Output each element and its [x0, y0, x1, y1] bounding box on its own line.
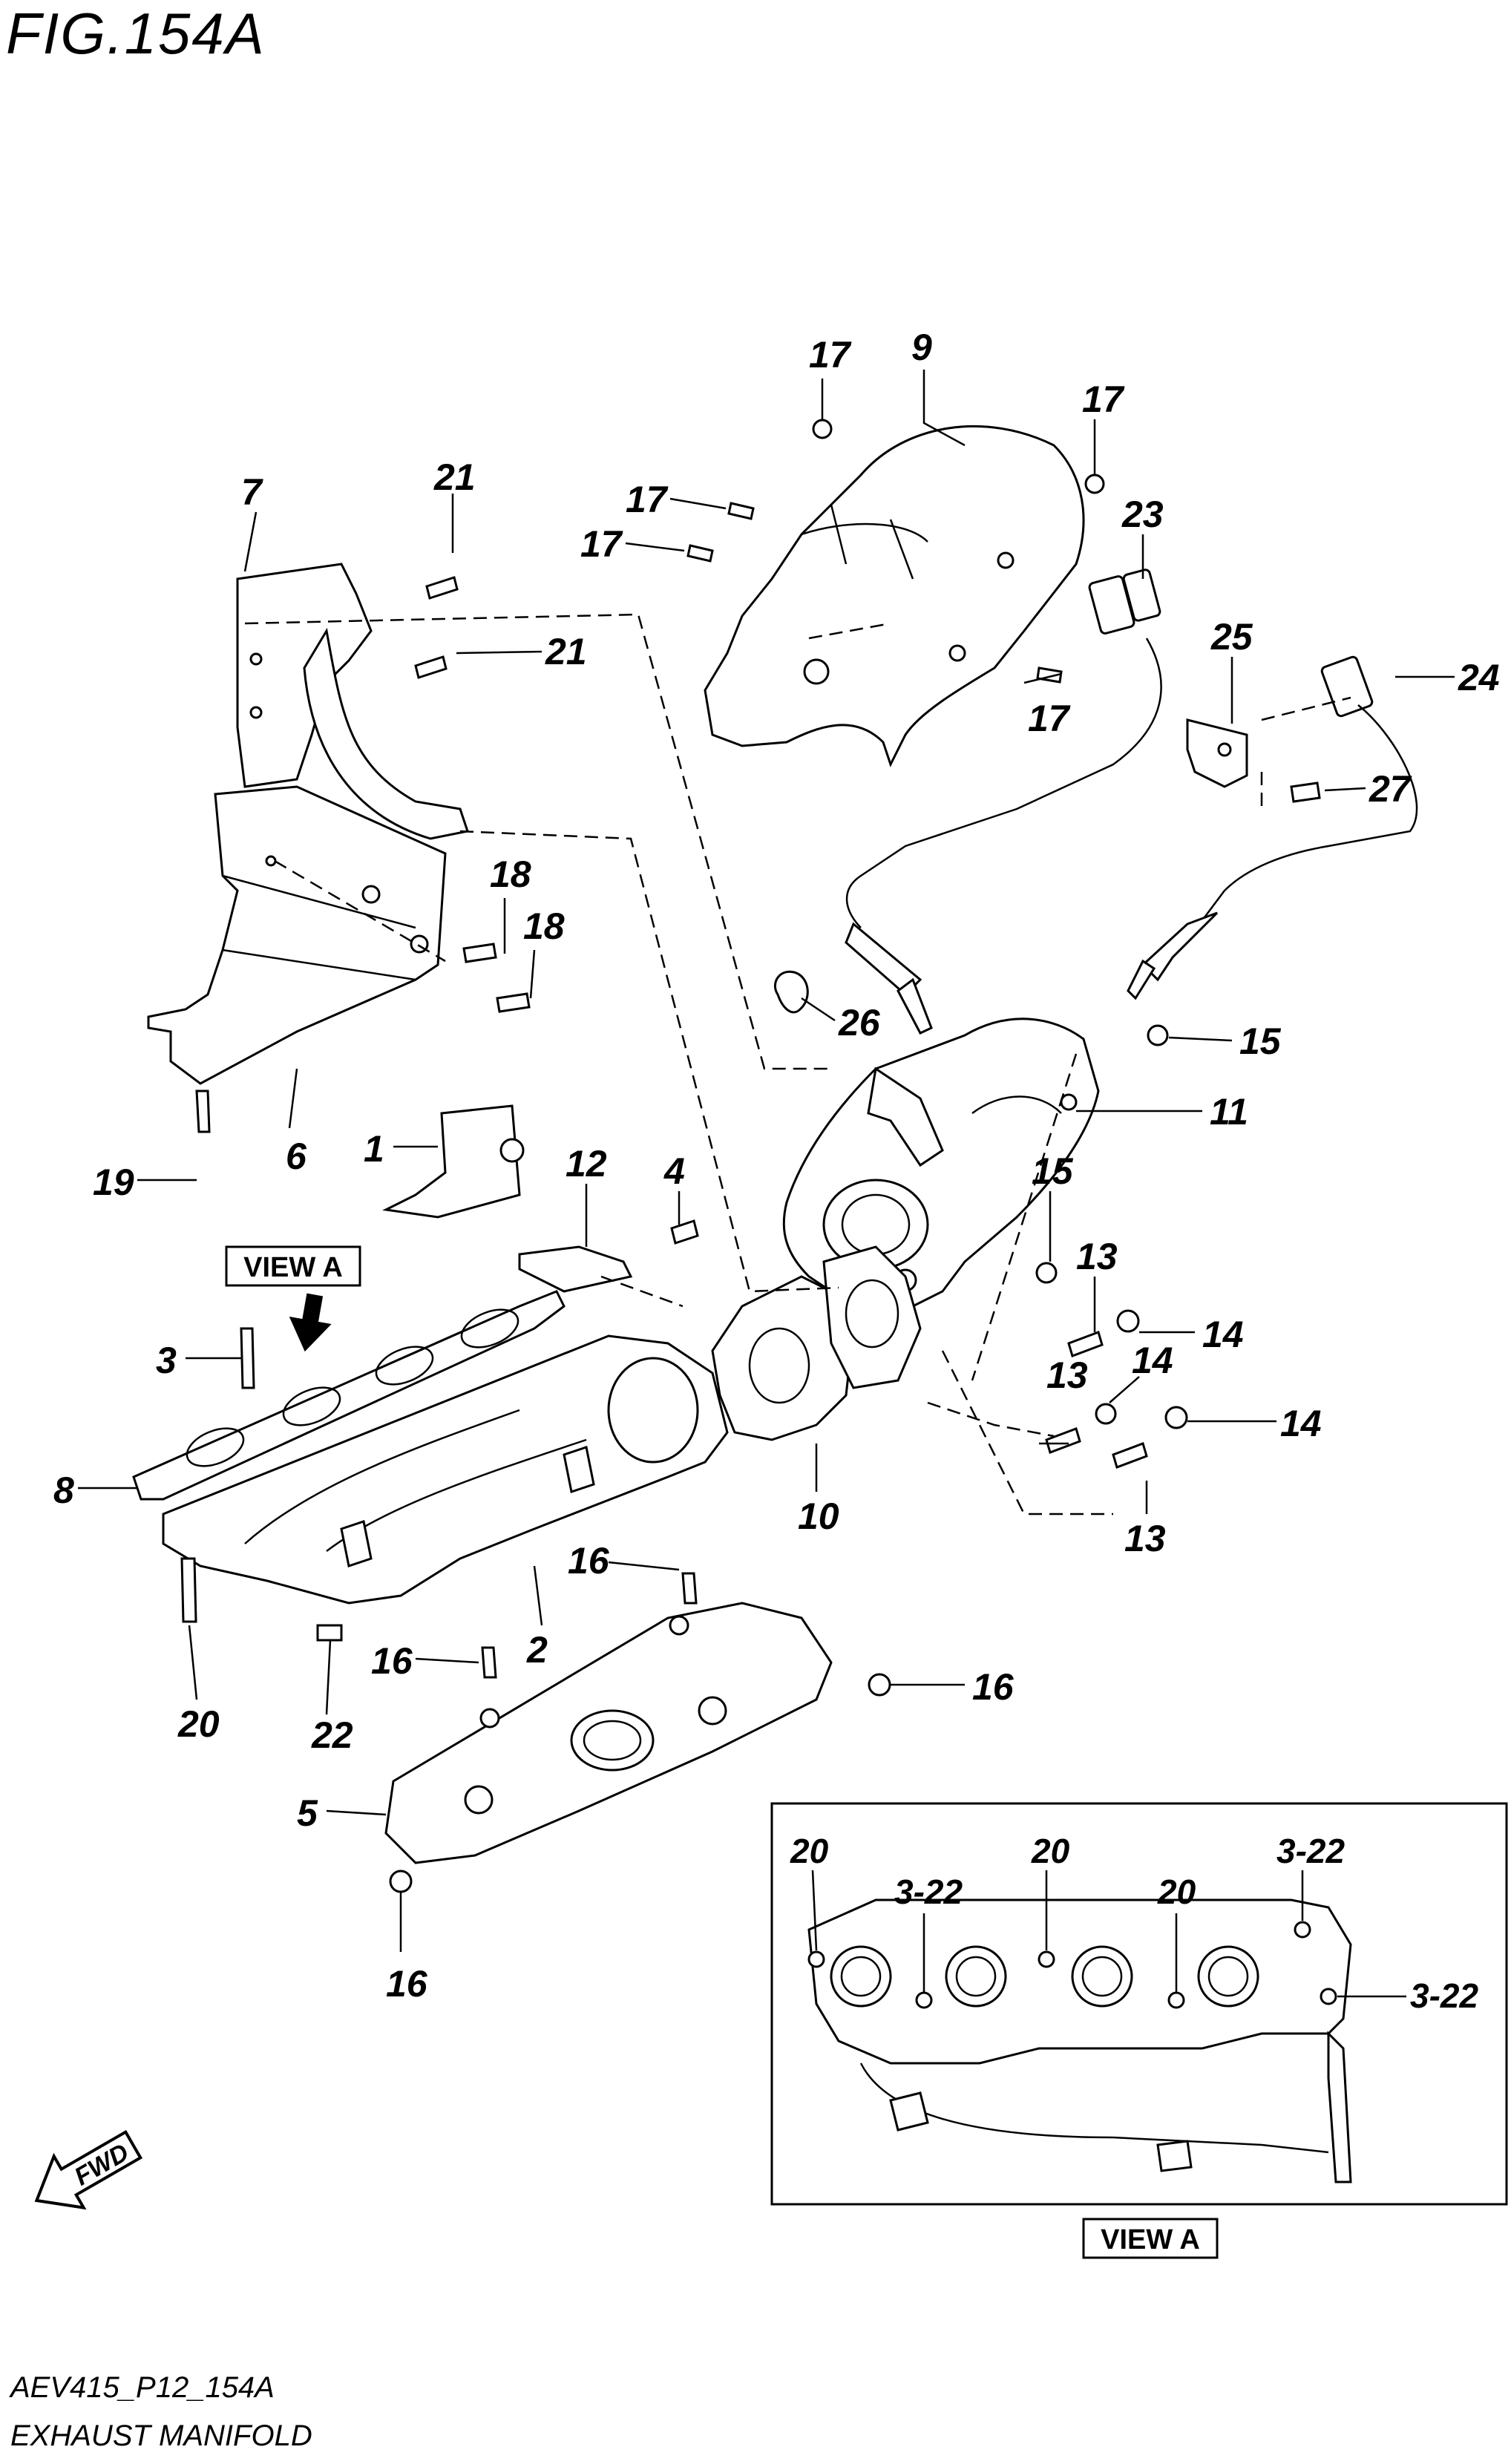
callout-10: 10 — [798, 1495, 839, 1537]
callout-9: 9 — [911, 327, 932, 368]
callout-5: 5 — [297, 1792, 318, 1834]
callout-16: 16 — [386, 1963, 428, 2005]
callout-23: 23 — [1121, 494, 1164, 535]
callout-17: 17 — [580, 523, 623, 565]
callout-12: 12 — [566, 1143, 607, 1185]
callout-17: 17 — [1082, 379, 1125, 420]
callout-22: 22 — [311, 1714, 353, 1756]
callout-13: 13 — [1046, 1354, 1088, 1396]
inset-callout-20: 20 — [1031, 1832, 1070, 1870]
callout-17: 17 — [626, 479, 669, 520]
callout-2: 2 — [526, 1629, 548, 1671]
part-heat-cover-9 — [704, 425, 1085, 767]
callout-14: 14 — [1202, 1314, 1244, 1355]
callout-19: 19 — [93, 1161, 134, 1203]
inset-callout-20: 20 — [1157, 1872, 1196, 1911]
inset-callout-3-22: 3-22 — [1410, 1976, 1478, 2015]
fwd-arrow: FWD — [34, 2129, 143, 2210]
view-a-label: VIEW A — [243, 1252, 343, 1283]
callout-labels: 7 21 21 17 9 17 17 17 23 17 25 24 27 18 … — [53, 327, 1500, 2005]
callout-3: 3 — [156, 1340, 177, 1381]
part-heat-shield-7 — [236, 563, 469, 840]
callout-18: 18 — [523, 905, 565, 947]
view-a-inset: 20 20 3-22 20 3-22 3-22 VIEW A — [770, 1802, 1508, 2259]
callout-7: 7 — [241, 471, 263, 513]
callout-26: 26 — [838, 1002, 881, 1043]
callout-16: 16 — [972, 1666, 1015, 1708]
callout-21: 21 — [545, 631, 587, 672]
part-bracket-25 — [1186, 718, 1248, 788]
callout-8: 8 — [53, 1469, 74, 1511]
callout-17: 17 — [1028, 698, 1071, 739]
callout-16: 16 — [568, 1540, 610, 1582]
leader-lines — [78, 370, 1455, 1952]
callout-16: 16 — [371, 1640, 413, 1682]
inset-callout-3-22: 3-22 — [1276, 1832, 1345, 1870]
callout-4: 4 — [663, 1150, 685, 1192]
figure-title: FIG.154A — [6, 1, 266, 66]
part-gasket-10 — [711, 1245, 922, 1441]
part-gasket-8 — [132, 1290, 566, 1501]
callout-6: 6 — [286, 1136, 307, 1177]
callout-13: 13 — [1124, 1518, 1166, 1559]
callout-18: 18 — [490, 853, 531, 895]
callout-25: 25 — [1210, 616, 1253, 658]
drawing-name: EXHAUST MANIFOLD — [10, 2419, 312, 2452]
part-exhaust-manifold-2 — [162, 1334, 729, 1605]
part-oxygen-sensor-23 — [845, 569, 1162, 1035]
callout-15: 15 — [1032, 1150, 1074, 1192]
callout-1: 1 — [364, 1128, 384, 1170]
part-oxygen-sensor-24 — [1127, 655, 1418, 1000]
callout-20: 20 — [177, 1703, 220, 1745]
part-heat-shield-5 — [384, 1602, 833, 1864]
view-a-inset-label: VIEW A — [1101, 2224, 1200, 2255]
drawing-code: AEV415_P12_154A — [10, 2371, 275, 2404]
arrow-down-icon — [289, 1293, 332, 1352]
view-a-marker: VIEW A — [225, 1245, 361, 1352]
callout-21: 21 — [433, 456, 476, 498]
callout-14: 14 — [1132, 1340, 1173, 1381]
callout-14: 14 — [1280, 1403, 1322, 1444]
inset-callout-20: 20 — [790, 1832, 829, 1870]
callout-11: 11 — [1210, 1091, 1248, 1133]
callout-17: 17 — [809, 334, 852, 376]
inset-callout-3-22: 3-22 — [894, 1872, 963, 1911]
callout-15: 15 — [1239, 1020, 1282, 1062]
assembly-lines — [244, 613, 1351, 1516]
callout-27: 27 — [1369, 768, 1412, 810]
callout-24: 24 — [1458, 657, 1500, 698]
small-fasteners — [180, 419, 1321, 1893]
callout-13: 13 — [1076, 1236, 1118, 1277]
part-cover-6 — [147, 785, 447, 1085]
